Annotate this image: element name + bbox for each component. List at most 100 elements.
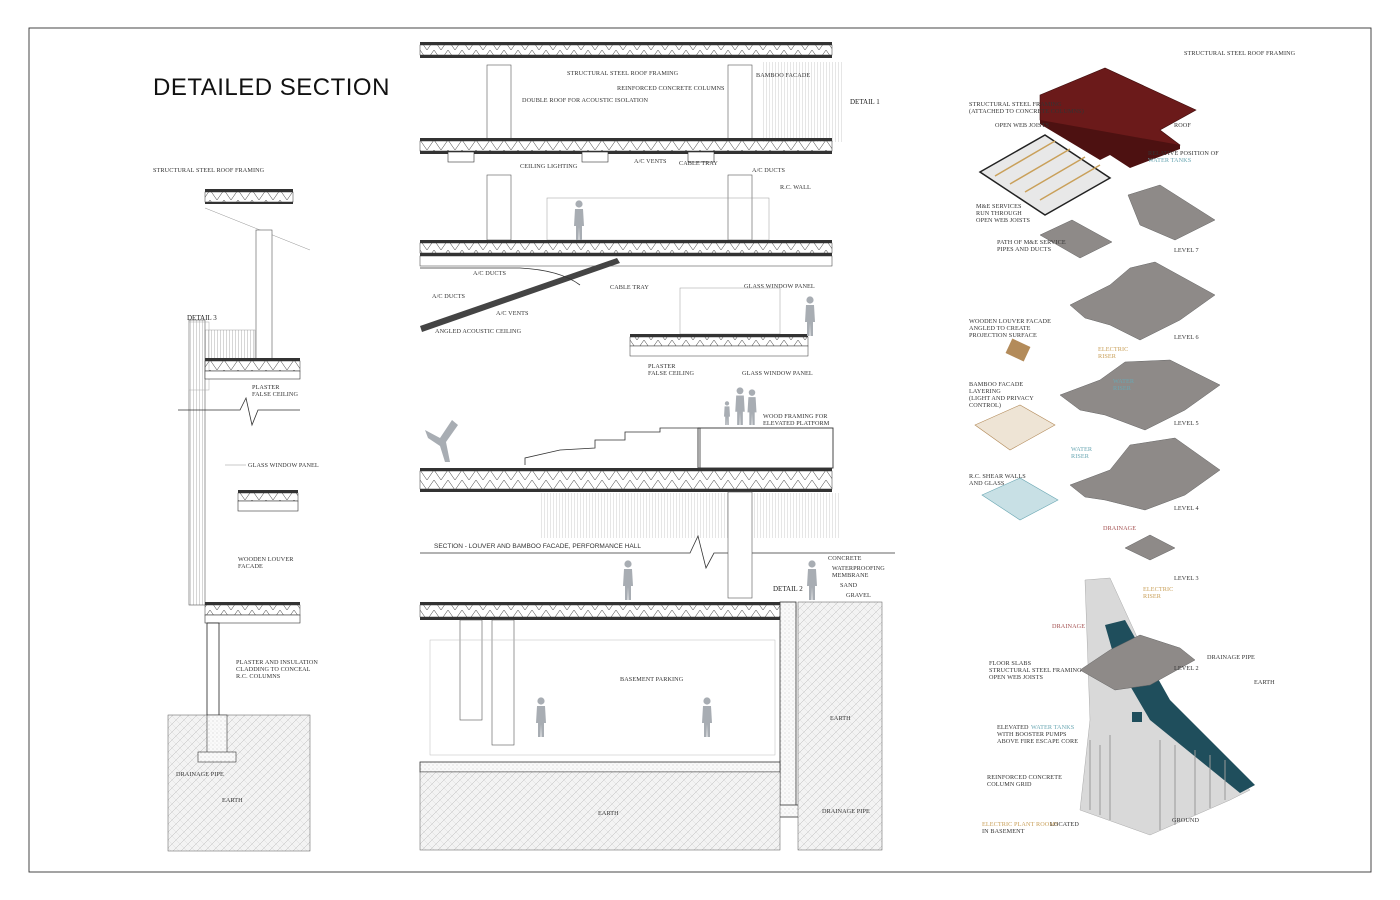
main-slab-ground-top — [420, 468, 832, 471]
label-left-earth: EARTH — [222, 797, 243, 804]
label-bamboo-facade: BAMBOO FACADE — [756, 72, 810, 79]
label-ac-vents-1: A/C VENTS — [634, 158, 667, 165]
label-ac-ducts-1: A/C DUCTS — [752, 167, 786, 174]
main-column-1 — [486, 64, 512, 141]
label-electric-plant: ELECTRIC PLANT ROOMS — [982, 821, 1059, 828]
label-cable-tray-1: CABLE TRAY — [679, 160, 718, 167]
sheet-border — [28, 27, 1372, 873]
left-tall-column — [255, 229, 273, 361]
left-slab-1 — [205, 358, 300, 361]
main-slab-3-top — [420, 240, 832, 243]
label-rc-columns: REINFORCED CONCRETE COLUMNS — [617, 85, 725, 92]
label-axon-earth: EARTH — [1254, 679, 1275, 686]
axon-level-6 — [1069, 261, 1216, 341]
label-drain: DRAINAGE PIPE — [822, 808, 870, 815]
main-break-line — [420, 534, 895, 570]
main-angled-ceiling — [420, 258, 620, 332]
label-rel-position: RELATIVE POSITION OF — [1148, 150, 1219, 157]
label-located: LOCATED — [1050, 821, 1079, 828]
label-elevated-pre: ELEVATED — [997, 724, 1029, 731]
main-column-2 — [727, 64, 753, 141]
axon-level-5 — [1059, 359, 1221, 431]
main-slab-3-bottom — [420, 253, 832, 256]
label-concrete: CONCRETE — [828, 555, 862, 562]
left-footing — [206, 714, 228, 756]
axon-level-7 — [1039, 219, 1113, 259]
axon-shear-model — [981, 477, 1059, 521]
main-slab-2-bottom — [420, 151, 832, 154]
main-slab-ground-bottom — [420, 489, 832, 492]
label-left-roof-framing: STRUCTURAL STEEL ROOF FRAMING — [153, 167, 265, 174]
label-left-drainage: DRAINAGE PIPE — [176, 771, 224, 778]
page-title: DETAILED SECTION — [153, 74, 390, 101]
main-retaining-wall — [779, 601, 797, 815]
label-level-4: LEVEL 4 — [1174, 505, 1199, 512]
main-column-4 — [727, 174, 753, 241]
main-mezzanine-joist — [629, 336, 809, 347]
label-rc-wall: R.C. WALL — [780, 184, 811, 191]
label-in-basement: IN BASEMENT — [982, 828, 1025, 835]
main-slab-ground-joist — [419, 470, 833, 490]
main-louver-screen — [540, 493, 840, 538]
label-double-roof: DOUBLE ROOF FOR ACOUSTIC ISOLATION — [522, 97, 649, 104]
main-light-1 — [447, 151, 475, 163]
left-louver-facade — [188, 319, 206, 606]
left-slab-3 — [205, 602, 300, 605]
axon-bamboo-model — [974, 404, 1056, 451]
label-gravel: GRAVEL — [846, 592, 871, 599]
main-column-5 — [727, 491, 753, 599]
left-slab-3-joist — [204, 604, 301, 616]
left-roof-joist — [204, 191, 294, 203]
main-glass-frame — [679, 287, 781, 335]
axon-joists — [994, 140, 1101, 201]
main-roof-top — [420, 42, 832, 45]
main-mezzanine-top — [630, 334, 808, 337]
main-roof-bottom — [420, 55, 832, 58]
axon-framing-plate — [978, 134, 1112, 216]
person-ground-1 — [623, 560, 633, 600]
left-slab-2-joist — [237, 492, 299, 502]
left-slab-2-ceiling — [237, 500, 299, 512]
left-detail-section: STRUCTURAL STEEL ROOF FRAMING DETAIL 3 P… — [153, 167, 319, 852]
left-glass-panel — [204, 329, 256, 361]
label-ceiling-lighting: CEILING LIGHTING — [520, 163, 578, 170]
left-roof-slab — [205, 189, 293, 192]
label-axon-roof: ROOF — [1174, 122, 1191, 129]
label-sand: SAND — [840, 582, 858, 589]
label-axon-roof-framing: STRUCTURAL STEEL ROOF FRAMING — [1184, 50, 1296, 57]
label-steel-framing: STRUCTURAL STEEL FRAMING(ATTACHED TO CON… — [969, 101, 1084, 115]
label-angled-ceiling: ANGLED ACOUSTIC CEILING — [435, 328, 522, 335]
axonometric-exploded: STRUCTURAL STEEL ROOF FRAMING ROOF STRUC… — [969, 50, 1296, 836]
axon-louver-panel — [1005, 338, 1031, 362]
label-earth-2: EARTH — [598, 810, 619, 817]
label-drain-pipe: DRAINAGE PIPE — [1207, 654, 1255, 661]
label-drainage-1: DRAINAGE — [1103, 525, 1136, 532]
main-slab-2-top — [420, 138, 832, 141]
main-earth-bottom — [419, 771, 781, 851]
main-basement-slab-bottom — [420, 617, 796, 620]
label-ground: GROUND — [1172, 817, 1200, 824]
label-ac-ducts-2: A/C DUCTS — [473, 270, 507, 277]
label-level-6: LEVEL 6 — [1174, 334, 1199, 341]
axon-level-3 — [1124, 534, 1176, 561]
label-left-glass: GLASS WINDOW PANEL — [248, 462, 319, 469]
main-earth-right — [797, 601, 883, 851]
label-glass-panel-1: GLASS WINDOW PANEL — [744, 283, 815, 290]
main-section: STRUCTURAL STEEL ROOF FRAMING REINFORCED… — [419, 42, 895, 851]
main-basement-floor — [419, 761, 781, 773]
left-break-line — [178, 396, 300, 427]
main-basement-slab-top — [420, 602, 796, 605]
label-detail-2: DETAIL 2 — [773, 585, 803, 593]
label-level-7: LEVEL 7 — [1174, 247, 1199, 254]
left-roof-line — [204, 207, 311, 251]
person-basement-2 — [702, 697, 712, 737]
left-roof-bottom — [205, 202, 293, 204]
